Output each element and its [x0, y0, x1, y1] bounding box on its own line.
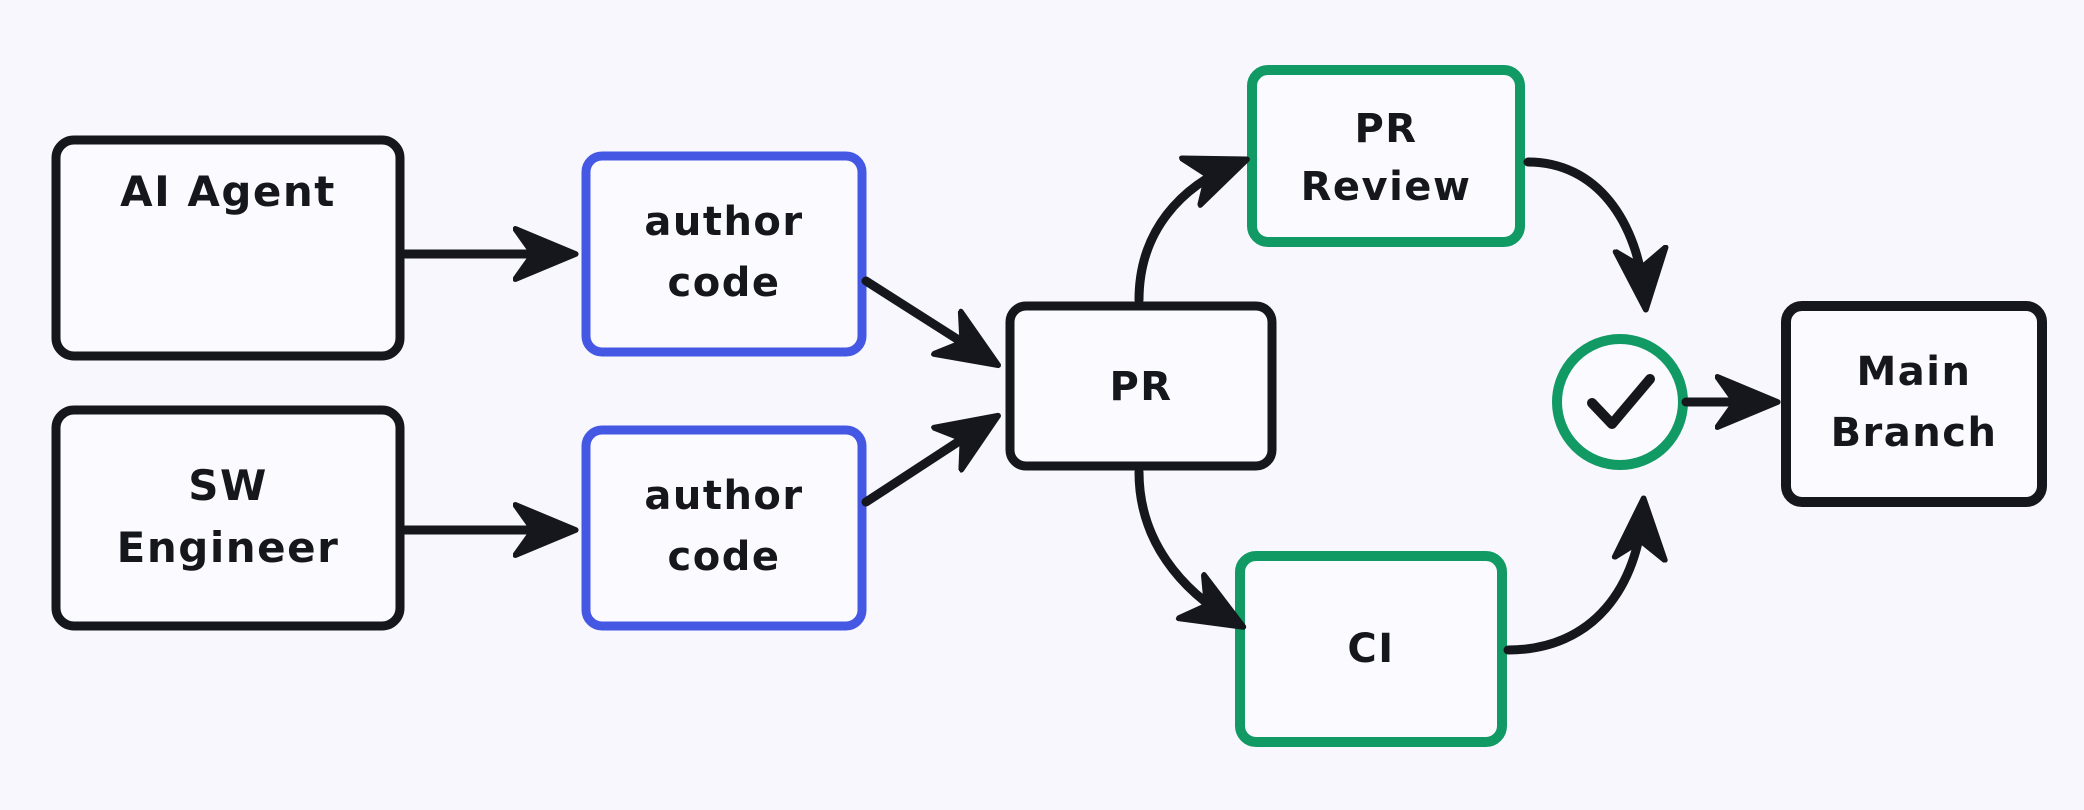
node-pr-review[interactable]: PR Review — [1247, 65, 1525, 247]
author-code-ai-box — [581, 151, 867, 357]
merge-check-circle — [1552, 334, 1688, 470]
node-ci[interactable]: CI — [1235, 551, 1507, 747]
edge-author-code-ai-to-pr — [861, 276, 990, 360]
sw-engineer-label-line-1: Engineer — [117, 523, 340, 572]
node-pr[interactable]: PR — [1005, 301, 1277, 471]
sw-engineer-box — [51, 405, 405, 631]
author-code-sw-label-line-0: author — [644, 473, 803, 519]
node-author-code-ai[interactable]: author code — [581, 151, 867, 357]
ai-agent-label-line-0: AI Agent — [120, 167, 336, 216]
check-icon — [1587, 374, 1655, 429]
edge-pr-to-ci — [1134, 467, 1235, 622]
node-main-branch[interactable]: Main Branch — [1781, 301, 2047, 507]
author-code-ai-label-line-1: code — [668, 260, 781, 306]
pr-review-label-line-1: Review — [1301, 164, 1472, 210]
author-code-sw-box — [581, 425, 867, 631]
node-sw-engineer[interactable]: SW Engineer — [51, 405, 405, 631]
sw-engineer-label-line-0: SW — [188, 461, 268, 510]
main-branch-label-line-0: Main — [1857, 349, 1972, 395]
ci-label-line-0: CI — [1347, 626, 1394, 672]
node-merge-check[interactable] — [1552, 334, 1688, 470]
ci-box — [1235, 551, 1507, 747]
ai-agent-box — [51, 135, 405, 361]
edge-pr-review-to-check — [1523, 157, 1645, 300]
pr-label-line-0: PR — [1109, 364, 1172, 410]
pr-review-box — [1247, 65, 1525, 247]
main-branch-box — [1781, 301, 2047, 507]
pr-box — [1005, 301, 1277, 471]
author-code-sw-label-line-1: code — [668, 534, 781, 580]
pr-review-label-line-0: PR — [1354, 106, 1417, 152]
edge-author-code-sw-to-pr — [861, 421, 990, 507]
node-author-code-sw[interactable]: author code — [581, 425, 867, 631]
node-ai-agent[interactable]: AI Agent — [51, 135, 405, 361]
edge-pr-to-pr-review — [1134, 163, 1238, 305]
author-code-ai-label-line-0: author — [644, 199, 803, 245]
main-branch-label-line-1: Branch — [1831, 410, 1998, 456]
edge-ci-to-check — [1503, 508, 1643, 655]
